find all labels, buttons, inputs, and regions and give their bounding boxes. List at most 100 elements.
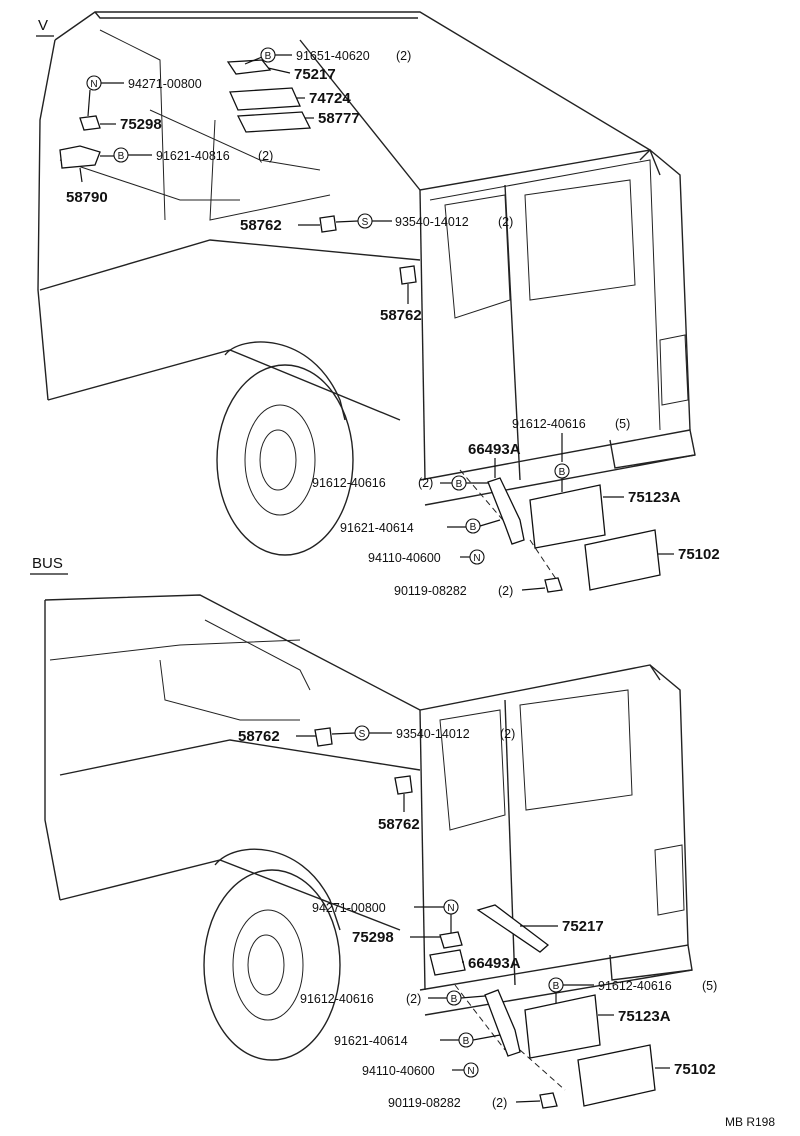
symbol-b: B xyxy=(458,1032,474,1048)
callout-bus-75102: 75102 xyxy=(655,1061,716,1078)
callout-58762-upper: 58762 xyxy=(240,217,320,234)
callout-91651-40620: B 91651-40620 (2) xyxy=(244,47,411,65)
symbol-n: N xyxy=(469,549,485,565)
bracket-74724-shape xyxy=(229,87,301,111)
callout-75217: 75217 xyxy=(267,66,336,83)
symbol-n: N xyxy=(463,1062,479,1078)
svg-text:(5): (5) xyxy=(615,417,630,431)
van-illustration-v xyxy=(37,11,696,586)
callout-58762-lower: 58762 xyxy=(380,284,422,324)
svg-text:91651-40620: 91651-40620 xyxy=(296,49,370,63)
callout-bus-58762-lower: 58762 xyxy=(378,794,420,833)
svg-text:91612-40616: 91612-40616 xyxy=(512,417,586,431)
callout-91612-40616-5: 91612-40616 (5) B xyxy=(512,417,630,492)
svg-text:58777: 58777 xyxy=(318,110,360,127)
clip-75298-shape xyxy=(79,115,101,131)
license-plate-75102-bus-shape xyxy=(577,1044,656,1107)
svg-text:N: N xyxy=(447,903,454,914)
svg-text:75217: 75217 xyxy=(294,66,336,83)
license-plate-75102-shape xyxy=(584,529,661,591)
svg-text:66493A: 66493A xyxy=(468,441,521,458)
cover-58777-shape xyxy=(236,111,312,133)
svg-text:(2): (2) xyxy=(500,727,515,741)
svg-text:B: B xyxy=(118,151,125,162)
svg-text:91621-40614: 91621-40614 xyxy=(334,1034,408,1048)
svg-text:91621-40816: 91621-40816 xyxy=(156,149,230,163)
svg-text:S: S xyxy=(359,729,366,740)
rail-75217-bus-shape xyxy=(476,904,550,953)
svg-text:(2): (2) xyxy=(492,1096,507,1110)
svg-text:75102: 75102 xyxy=(678,546,720,563)
svg-text:75123A: 75123A xyxy=(628,489,681,506)
callout-bus-75217: 75217 xyxy=(520,918,604,935)
plate-bracket-75123A-bus-shape xyxy=(524,994,601,1059)
bracket-66493A-bus-shape xyxy=(429,949,466,976)
svg-text:(2): (2) xyxy=(498,584,513,598)
svg-text:B: B xyxy=(470,522,477,533)
callout-91621-40816: B 91621-40816 (2) xyxy=(100,147,273,163)
callout-bus-75298: 75298 xyxy=(352,929,440,946)
part-shapes-bus xyxy=(314,727,656,1109)
svg-text:58762: 58762 xyxy=(240,217,282,234)
callout-75102: 75102 xyxy=(658,546,720,563)
svg-text:58762: 58762 xyxy=(238,728,280,745)
svg-text:75102: 75102 xyxy=(674,1061,716,1078)
symbol-b: B xyxy=(113,147,129,163)
roof-rail-75217-shape xyxy=(226,59,272,75)
callout-66493A: 66493A xyxy=(468,441,521,478)
svg-text:66493A: 66493A xyxy=(468,955,521,972)
svg-text:93540-14012: 93540-14012 xyxy=(395,215,469,229)
svg-text:B: B xyxy=(265,51,272,62)
callout-75123A: 75123A xyxy=(603,489,681,506)
svg-text:B: B xyxy=(456,479,463,490)
symbol-s: S xyxy=(354,725,370,741)
svg-text:58790: 58790 xyxy=(66,189,108,206)
svg-text:94110-40600: 94110-40600 xyxy=(362,1064,435,1078)
callout-94110-40600: 94110-40600 N xyxy=(368,549,485,565)
hook-58762-shape xyxy=(319,215,337,233)
svg-text:(5): (5) xyxy=(702,979,717,993)
screw-90119-shape xyxy=(544,577,563,593)
lamp-58790-shape xyxy=(59,145,101,169)
svg-text:58762: 58762 xyxy=(380,307,422,324)
section-title-v: V xyxy=(38,17,48,34)
svg-text:75298: 75298 xyxy=(352,929,394,946)
svg-text:75217: 75217 xyxy=(562,918,604,935)
callout-bus-94271-00800: 94271-00800 N xyxy=(312,899,459,933)
callout-74724: 74724 xyxy=(296,90,351,107)
symbol-s: S xyxy=(357,213,373,229)
svg-text:(2): (2) xyxy=(258,149,273,163)
svg-text:94271-00800: 94271-00800 xyxy=(128,77,202,91)
svg-text:B: B xyxy=(553,981,560,992)
callout-91612-40616-2: 91612-40616 (2) B xyxy=(312,475,488,491)
svg-text:(2): (2) xyxy=(396,49,411,63)
svg-text:93540-14012: 93540-14012 xyxy=(396,727,470,741)
part-shapes-v xyxy=(59,59,661,593)
callout-90119-08282: 90119-08282 (2) xyxy=(394,584,546,598)
svg-text:B: B xyxy=(559,467,566,478)
svg-text:94110-40600: 94110-40600 xyxy=(368,551,441,565)
symbol-n: N xyxy=(443,899,459,915)
svg-text:74724: 74724 xyxy=(309,90,351,107)
callout-bus-90119-08282: 90119-08282 (2) xyxy=(388,1096,541,1110)
hook-58762-bus-shape xyxy=(314,727,333,747)
svg-text:N: N xyxy=(473,553,480,564)
svg-text:75123A: 75123A xyxy=(618,1008,671,1025)
svg-text:(2): (2) xyxy=(498,215,513,229)
symbol-b: B xyxy=(451,475,467,491)
figure-code: MB R198 xyxy=(725,1115,775,1129)
symbol-n: N xyxy=(86,75,102,91)
callout-bus-91621-40614: 91621-40614 B xyxy=(334,1032,501,1048)
symbol-b: B xyxy=(446,990,462,1006)
clip-75298-bus-shape xyxy=(439,931,463,949)
svg-text:94271-00800: 94271-00800 xyxy=(312,901,386,915)
svg-text:N: N xyxy=(467,1066,474,1077)
callout-bus-94110-40600: 94110-40600 N xyxy=(362,1062,479,1078)
symbol-b: B xyxy=(554,463,570,479)
screw-90119-bus-shape xyxy=(539,1092,558,1109)
symbol-b: B xyxy=(548,977,564,993)
callout-bus-58762-upper: 58762 xyxy=(238,728,316,745)
callout-94271-00800: N 94271-00800 xyxy=(86,75,202,117)
plate-bracket-75123A-shape xyxy=(529,484,606,549)
svg-text:B: B xyxy=(463,1036,470,1047)
